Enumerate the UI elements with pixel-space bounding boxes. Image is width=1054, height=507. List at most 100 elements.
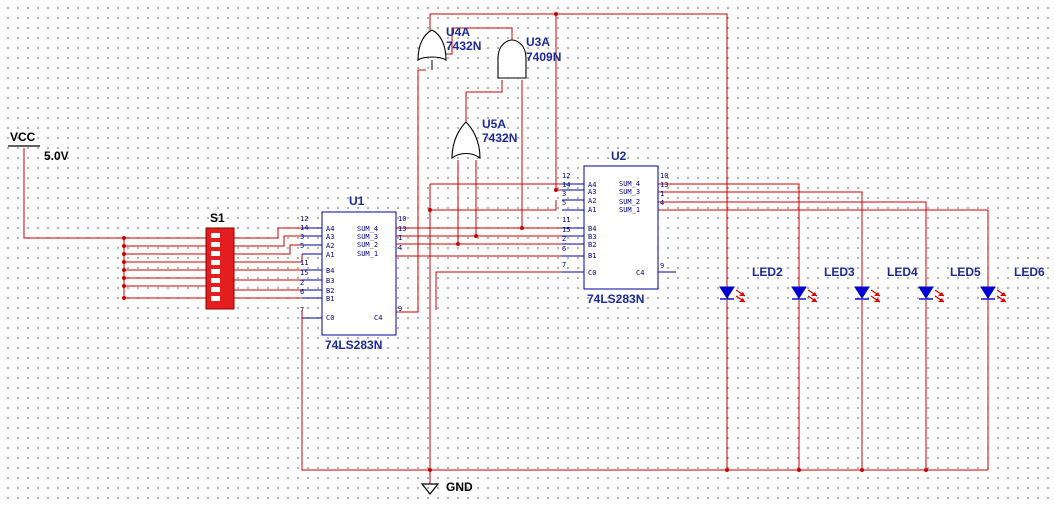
- vcc-value: 5.0V: [44, 149, 69, 163]
- switch-lever[interactable]: [211, 242, 220, 247]
- s1-to-a4: [234, 227, 302, 239]
- gate-u5a-ref: U5A: [482, 117, 506, 131]
- gate-u3a-ref: U3A: [526, 35, 550, 49]
- pin-name: B3: [326, 277, 334, 285]
- junction: [474, 234, 478, 238]
- ray-arrowhead: [938, 298, 944, 302]
- u2-sum1-wire: [658, 209, 989, 290]
- junction: [520, 226, 524, 230]
- dip-switch-s1[interactable]: S1: [205, 211, 235, 310]
- pin-number: 15: [562, 226, 570, 234]
- junction: [122, 236, 126, 240]
- adder-u2-body: [583, 165, 659, 290]
- pin-name: B4: [326, 267, 334, 275]
- pin-number: 1: [398, 234, 402, 242]
- adder-u1-body: [321, 211, 397, 336]
- pin-name: A1: [588, 206, 596, 214]
- led-led5[interactable]: LED5: [918, 265, 981, 303]
- wires: [23, 13, 989, 484]
- adder-u2[interactable]: U2 74LS283N 12 14 3 5 11 15 2 6 7 A4 A3 …: [562, 149, 668, 306]
- adder-u1-left-pins: 12 14 3 5 11 15 2 6 7 A4 A3 A2 A1 B4 B3 …: [300, 215, 334, 322]
- s1-to-a2: [234, 244, 302, 255]
- pin-number: 14: [300, 224, 308, 232]
- pin-number: 7: [562, 261, 566, 269]
- pin-number: 1: [660, 190, 664, 198]
- pin-number: 9: [660, 262, 664, 270]
- pin-number: 3: [300, 233, 304, 241]
- or-gate-u5a[interactable]: U5A 7432N: [451, 117, 517, 160]
- pin-number: 5: [562, 199, 566, 207]
- or-gate-icon: [451, 121, 481, 160]
- pin-number: 15: [300, 269, 308, 277]
- led-icon: [918, 286, 934, 299]
- led-label: LED6: [1014, 265, 1045, 279]
- adder-u2-part: 74LS283N: [587, 292, 644, 306]
- u3a-out-wire: [555, 14, 562, 191]
- or-gate-u4a[interactable]: U4A 7432N: [417, 25, 481, 70]
- led-icon: [854, 286, 870, 299]
- s1-to-a3: [234, 235, 302, 247]
- adder-u1[interactable]: U1 74LS283N 12 14 3 5 11 15 2 6 7 A4 A3 …: [300, 194, 406, 352]
- led-label: LED4: [887, 265, 918, 279]
- pin-number: 12: [300, 215, 308, 223]
- ray-arrowhead: [1000, 298, 1006, 302]
- pin-name: A4: [326, 225, 334, 233]
- ray-arrowhead: [739, 292, 745, 296]
- junction: [122, 276, 126, 280]
- switch-lever[interactable]: [211, 278, 220, 283]
- pin-name: B3: [588, 233, 596, 241]
- s1-to-a1: [234, 254, 303, 263]
- vcc-wire: [23, 148, 124, 239]
- junction: [797, 468, 801, 472]
- led-led3[interactable]: LED3: [791, 265, 855, 303]
- pin-number: 9: [398, 305, 402, 313]
- pin-number: 11: [300, 259, 308, 267]
- junction: [924, 468, 928, 472]
- pin-name: C4: [636, 269, 644, 277]
- pin-name: A3: [588, 188, 596, 196]
- led-led2[interactable]: LED2: [719, 265, 783, 303]
- pin-name: SUM_4: [619, 180, 640, 188]
- vcc-source[interactable]: VCC 5.0V: [8, 130, 69, 163]
- pin-name: SUM_3: [357, 233, 378, 241]
- ray-arrowhead: [811, 292, 817, 296]
- pin-name: A2: [588, 197, 596, 205]
- switch-levers: [211, 233, 220, 301]
- pin-number: 3: [562, 190, 566, 198]
- switch-body: [205, 227, 235, 310]
- u1-c0-wire: [301, 310, 988, 471]
- pin-number: 5: [300, 242, 304, 250]
- pin-name: B1: [326, 295, 334, 303]
- pin-name: A2: [326, 242, 334, 250]
- switch-lever[interactable]: [211, 269, 220, 274]
- led-led4[interactable]: LED4: [854, 265, 918, 303]
- pin-number: 11: [562, 216, 570, 224]
- gate-u5a-part: 7432N: [482, 131, 517, 145]
- switch-ref: S1: [210, 211, 225, 225]
- led-led6[interactable]: LED6: [980, 265, 1045, 303]
- pin-number: 10: [398, 215, 406, 223]
- ray-arrowhead: [739, 298, 745, 302]
- ray-arrowhead: [811, 298, 817, 302]
- adder-u2-right-pins: SUM_4 SUM_3 SUM_2 SUM_1 C4 10 13 1 4 9: [619, 172, 668, 277]
- ray-arrowhead: [938, 292, 944, 296]
- junction: [428, 208, 432, 212]
- switch-lever[interactable]: [211, 260, 220, 265]
- u2-a2-wire: [430, 200, 557, 211]
- u1-c4-wire: [396, 69, 426, 313]
- u4a-out-wire: [446, 27, 513, 55]
- switch-lever[interactable]: [211, 233, 220, 238]
- gnd-symbol[interactable]: GND: [420, 480, 473, 495]
- led-icon: [980, 286, 996, 299]
- switch-lever[interactable]: [211, 251, 220, 256]
- led-icon: [719, 286, 735, 299]
- switch-lever[interactable]: [211, 287, 220, 292]
- u2-sum4-wire: [658, 183, 800, 290]
- adder-u1-part: 74LS283N: [325, 338, 382, 352]
- switch-lever[interactable]: [211, 296, 220, 301]
- and-gate-u3a[interactable]: U3A 7409N: [497, 35, 561, 79]
- pin-number: 14: [562, 181, 570, 189]
- pin-number: 7: [300, 306, 304, 314]
- gate-u4a-ref: U4A: [446, 25, 470, 39]
